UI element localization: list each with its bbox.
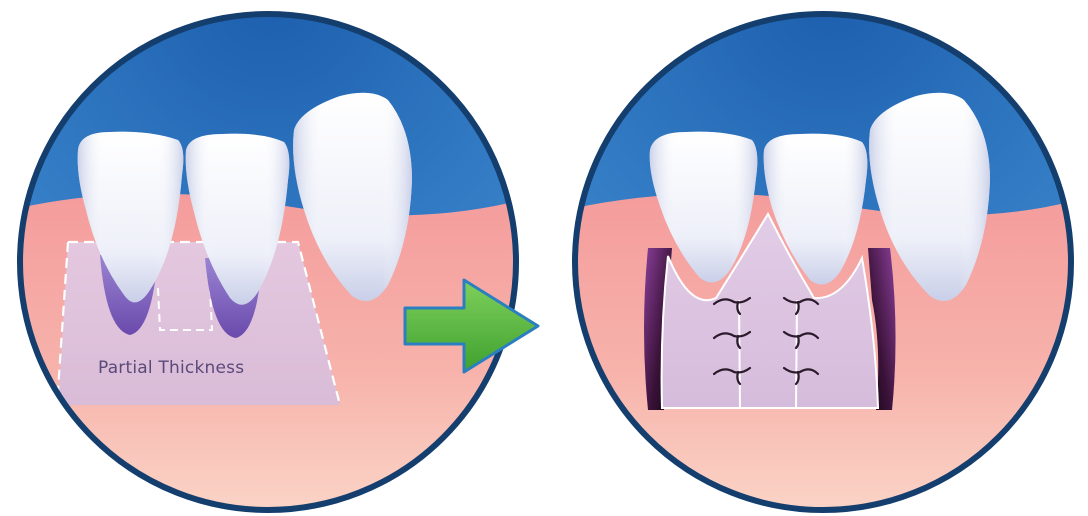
after-panel bbox=[555, 0, 1088, 516]
flap-label: Partial Thickness bbox=[98, 358, 244, 378]
partial-thickness-flap bbox=[58, 242, 340, 405]
before-panel: Partial Thickness bbox=[0, 0, 540, 516]
flap-seam-right bbox=[796, 300, 797, 408]
flap-seam-left bbox=[739, 300, 740, 408]
